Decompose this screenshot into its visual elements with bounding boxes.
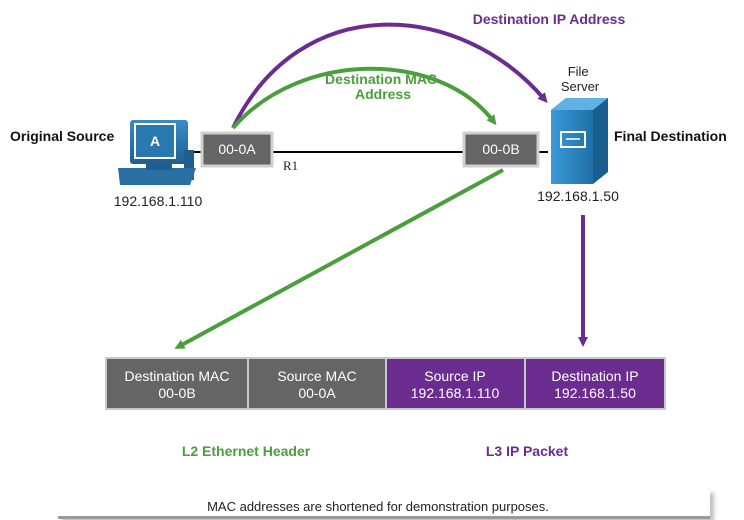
header-dest-mac-value: 00-0B	[158, 385, 195, 401]
header-field-dest-mac	[105, 357, 249, 410]
pc-icon: A	[118, 120, 196, 185]
file-server-icon	[551, 98, 608, 184]
server-label: File Server	[561, 64, 600, 94]
server-label-line1: File	[568, 64, 589, 79]
destination-ip: 192.168.1.50	[537, 188, 619, 204]
link-label: R1	[283, 158, 298, 173]
mac-right-text: 00-0B	[482, 141, 519, 157]
l2-ethernet-header-label: L2 Ethernet Header	[182, 443, 311, 459]
source-ip: 192.168.1.110	[114, 193, 203, 209]
header-src-mac-title: Source MAC	[277, 368, 356, 384]
final-destination-label: Final Destination	[614, 128, 727, 144]
header-fields: Destination MAC 00-0B Source MAC 00-0A S…	[105, 357, 666, 410]
destination-mac-label-line2: Address	[355, 86, 411, 102]
header-field-src-mac	[247, 357, 387, 410]
header-field-dest-ip	[524, 357, 666, 410]
mac-box-right: 00-0B	[462, 131, 540, 168]
header-src-mac-value: 00-0A	[298, 385, 336, 401]
l3-ip-packet-label: L3 IP Packet	[486, 443, 569, 459]
destination-mac-label: Destination MAC Address	[325, 71, 441, 102]
mac-left-text: 00-0A	[218, 141, 256, 157]
header-src-ip-title: Source IP	[424, 368, 485, 384]
footnote: MAC addresses are shortened for demonstr…	[207, 499, 549, 514]
header-dest-mac-title: Destination MAC	[124, 368, 229, 384]
server-label-line2: Server	[561, 79, 600, 94]
destination-ip-arrow	[231, 22, 548, 129]
header-dest-ip-title: Destination IP	[551, 368, 638, 384]
destination-ip-label: Destination IP Address	[473, 11, 626, 27]
destination-mac-label-line1: Destination MAC	[325, 71, 437, 87]
destination-mac-arrow	[231, 66, 497, 130]
mac-to-header-arrow	[174, 168, 504, 349]
header-dest-ip-value: 192.168.1.50	[554, 385, 636, 401]
caption-bar	[58, 490, 710, 519]
mac-box-left: 00-0A	[200, 131, 274, 168]
pc-letter: A	[150, 133, 160, 149]
header-src-ip-value: 192.168.1.110	[411, 385, 500, 401]
original-source-label: Original Source	[10, 128, 114, 144]
